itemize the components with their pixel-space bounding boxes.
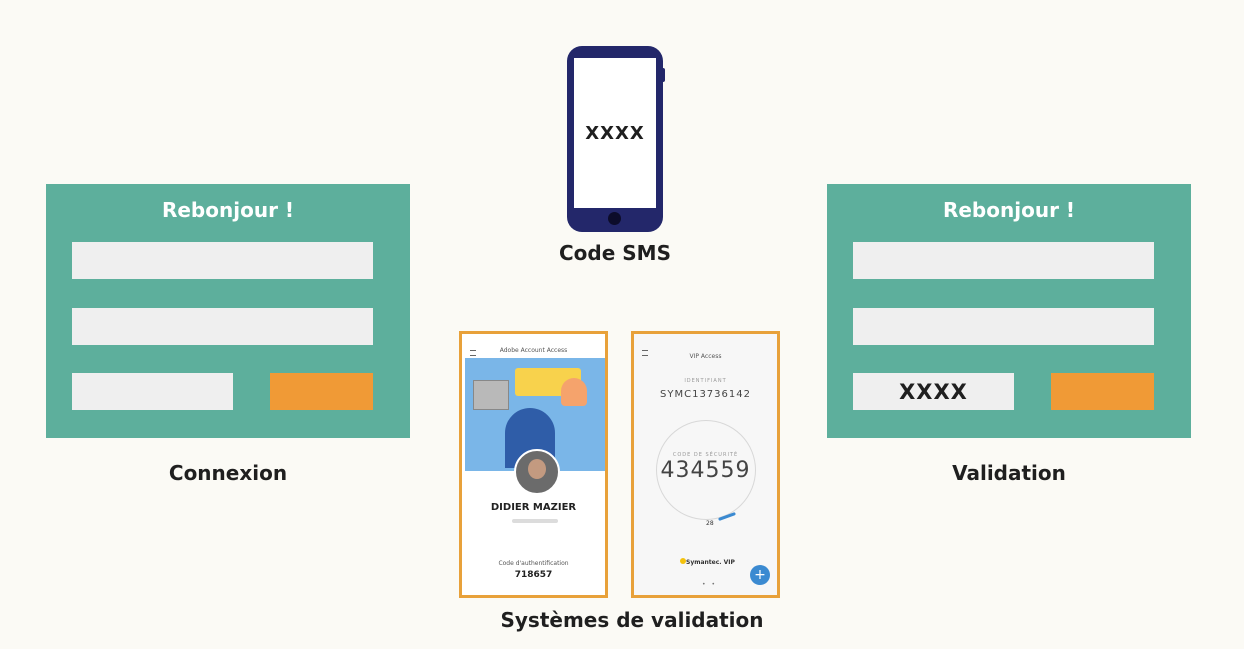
validation-caption: Validation	[952, 461, 1066, 485]
plus-icon[interactable]: +	[750, 565, 770, 585]
connexion-caption: Connexion	[168, 461, 288, 485]
menu-icon	[642, 350, 648, 356]
auth-code-value: 718657	[514, 570, 553, 580]
validation-card-title: Rebonjour !	[942, 198, 1076, 222]
vip-app-screenshot: VIP Access IDENTIFIANT SYMC13736142 CODE…	[631, 331, 780, 598]
page-dots: • •	[702, 581, 717, 588]
phone-screen-code: XXXX	[574, 58, 656, 208]
extra-field[interactable]	[72, 373, 233, 410]
vip-security-code: 434559	[660, 458, 751, 483]
validation-code-field[interactable]: XXXX	[853, 373, 1014, 410]
menu-icon	[470, 350, 476, 356]
username-field[interactable]	[72, 242, 373, 279]
validation-systems-caption: Systèmes de validation	[500, 608, 764, 632]
phone-icon: XXXX	[567, 46, 665, 232]
validation-username-field[interactable]	[853, 242, 1154, 279]
vip-id-value: SYMC13736142	[660, 389, 751, 400]
vip-timer-ring	[656, 420, 756, 520]
vip-security-label: CODE DE SÉCURITÉ	[672, 452, 739, 458]
login-card: Rebonjour !	[46, 184, 410, 438]
password-field[interactable]	[72, 308, 373, 345]
sms-caption: Code SMS	[559, 241, 671, 265]
phone-home-button	[608, 212, 621, 225]
adobe-app-header: Adobe Account Access	[499, 347, 568, 354]
login-card-title: Rebonjour !	[161, 198, 295, 222]
symantec-check-icon	[680, 558, 686, 564]
phone-side-button	[661, 68, 665, 82]
vip-app-header: VIP Access	[689, 353, 722, 360]
illustration-bell	[561, 378, 587, 406]
validation-card: Rebonjour ! XXXX	[827, 184, 1191, 438]
avatar	[514, 449, 560, 495]
auth-code-label: Code d'authentification	[498, 560, 569, 567]
login-button[interactable]	[270, 373, 373, 410]
illustration-lock	[473, 380, 509, 410]
vip-id-label: IDENTIFIANT	[684, 378, 727, 384]
vip-timer: 28	[706, 520, 714, 527]
blurred-email	[512, 519, 558, 523]
user-name: DIDIER MAZIER	[490, 502, 577, 513]
validation-password-field[interactable]	[853, 308, 1154, 345]
vip-brand: Symantec. VIP	[686, 559, 735, 566]
adobe-app-screenshot: Adobe Account Access DIDIER MAZIER Code …	[459, 331, 608, 598]
validate-button[interactable]	[1051, 373, 1154, 410]
